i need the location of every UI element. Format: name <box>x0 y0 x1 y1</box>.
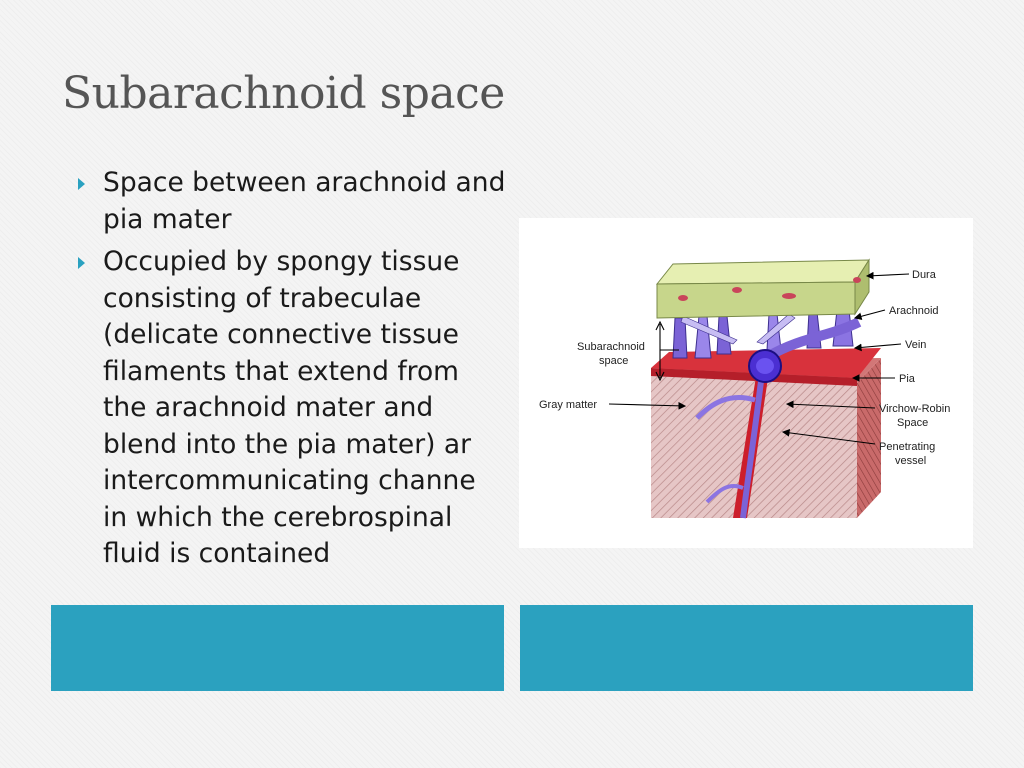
label-pointers <box>608 271 910 445</box>
penetrating-vessel <box>695 317 862 519</box>
bullet-item: Occupied by spongy tissue consisting of … <box>72 244 542 573</box>
label-virchow-robin-1: Virchow-Robin <box>879 403 950 415</box>
vein <box>748 349 782 383</box>
label-vein: Vein <box>905 339 926 351</box>
meninges-diagram: Dura Arachnoid Vein Pia Virchow-Robin Sp… <box>519 218 973 548</box>
bullet-text: Occupied by spongy tissue consisting of … <box>103 246 476 569</box>
label-penetrating-1: Penetrating <box>879 441 935 453</box>
label-penetrating-2: vessel <box>895 455 926 467</box>
bullet-arrow-icon <box>72 165 103 201</box>
label-gray-matter: Gray matter <box>539 399 597 411</box>
footer-panel-left <box>51 605 504 691</box>
bullet-item: Space between arachnoid and pia mater <box>72 165 542 238</box>
label-dura: Dura <box>912 269 937 281</box>
label-virchow-robin-2: Space <box>897 417 928 429</box>
label-subarachnoid-1: Subarachnoid <box>577 341 645 353</box>
dura-slab <box>655 258 870 319</box>
bullet-arrow-icon <box>72 244 103 280</box>
slide-title: Subarachnoid space <box>62 68 505 119</box>
footer-panel-right <box>520 605 973 691</box>
label-arachnoid: Arachnoid <box>889 305 939 317</box>
bullet-text: Space between arachnoid and pia mater <box>103 167 506 235</box>
meninges-illustration: Dura Arachnoid Vein Pia Virchow-Robin Sp… <box>539 258 950 519</box>
label-subarachnoid-2: space <box>599 355 628 367</box>
label-pia: Pia <box>899 373 916 385</box>
bullet-list: Space between arachnoid and pia mater Oc… <box>72 165 542 585</box>
